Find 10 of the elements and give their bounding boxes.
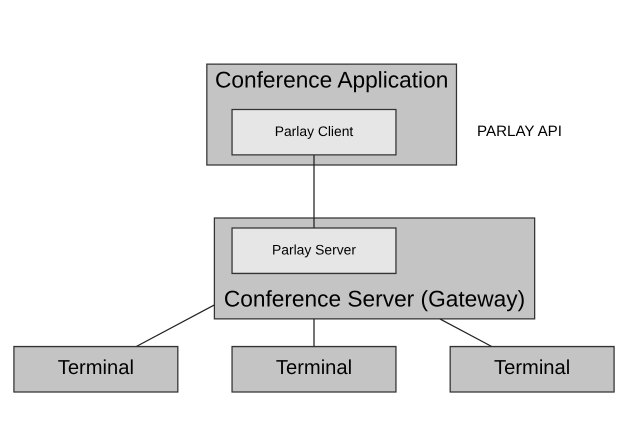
node-box: Terminal (231, 345, 397, 392)
connector (136, 304, 215, 346)
node-box: Parlay Client (231, 108, 397, 156)
node-box: Parlay Server (231, 226, 397, 274)
connector (439, 318, 492, 346)
label: PARLAY API (477, 122, 562, 140)
connector (313, 318, 315, 346)
node-box: Terminal (13, 345, 178, 392)
connector (313, 154, 315, 228)
node-box: Terminal (450, 345, 615, 392)
